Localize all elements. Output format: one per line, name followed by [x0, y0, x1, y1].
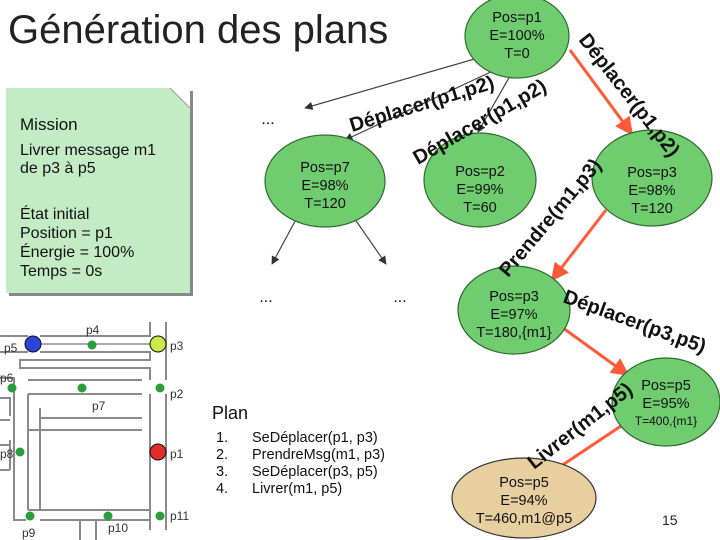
plan-step: 1. SeDéplacer(p1, p3) — [210, 430, 385, 447]
edge-p3-p3m1 — [550, 209, 608, 282]
mission-task-line1: Livrer message m1 — [20, 142, 157, 159]
node-p3: Pos=p3 E=98% T=120 — [591, 129, 713, 227]
plan-step-number: 2. — [216, 447, 229, 463]
edge-label-5: Déplacer(p3,p5) — [560, 286, 709, 358]
map-point-p4 — [87, 340, 97, 350]
node-root-line3: T=0 — [504, 46, 529, 62]
map-label-p11: p11 — [170, 509, 189, 523]
map-label-p1: p1 — [170, 447, 184, 461]
map-label-p9: p9 — [22, 526, 36, 540]
map-label-p10: p10 — [108, 521, 128, 535]
map-label-p8: p8 — [0, 447, 14, 461]
plan-step-number: 4. — [216, 481, 229, 497]
ellipsis-left: ... — [259, 289, 272, 306]
page-title: Génération des plans — [8, 8, 389, 52]
initial-time: Temps = 0s — [20, 263, 103, 280]
mission-task-line2: de p3 à p5 — [20, 160, 96, 177]
node-p5final-line2: E=94% — [500, 493, 547, 509]
map-point-p7 — [77, 383, 87, 393]
node-p5-line3: T=400,{m1} — [635, 414, 697, 428]
plan-step: 3. SeDéplacer(p3, p5) — [210, 464, 385, 481]
map-point-p10 — [103, 511, 113, 521]
node-p2-line3: T=60 — [463, 200, 496, 216]
plan-step-text: PrendreMsg(m1, p3) — [252, 447, 385, 463]
node-p5-final: Pos=p5 E=94% T=460,m1@p5 — [451, 457, 597, 539]
page-number: 15 — [662, 512, 678, 528]
node-p5final-line1: Pos=p5 — [499, 475, 549, 491]
node-p3-line2: E=98% — [628, 183, 675, 199]
node-p5final-line3: T=460,m1@p5 — [476, 511, 573, 527]
node-p2-line1: Pos=p2 — [455, 164, 505, 180]
node-p7: Pos=p7 E=98% T=120 — [264, 134, 386, 228]
node-p5-line1: Pos=p5 — [641, 378, 691, 394]
plan-step-text: SeDéplacer(p3, p5) — [252, 464, 378, 480]
map-point-p2 — [155, 383, 165, 393]
edge-root-p2 — [477, 75, 511, 133]
map-label-p2: p2 — [170, 387, 184, 401]
node-p7-line3: T=120 — [304, 196, 346, 212]
initial-energy: Énergie = 100% — [20, 244, 135, 261]
ellipsis-right: ... — [393, 289, 406, 306]
map-point-p8 — [15, 447, 25, 457]
node-p2: Pos=p2 E=99% T=60 — [423, 132, 537, 228]
node-root-line1: Pos=p1 — [492, 10, 542, 26]
initial-state-heading: État initial — [20, 206, 90, 223]
node-p3m1-line2: E=97% — [490, 307, 537, 323]
map-label-p4: p4 — [86, 323, 100, 337]
plan-step-text: SeDéplacer(p1, p3) — [252, 430, 378, 446]
map-label-p6: p6 — [0, 371, 14, 385]
edge-root-ellipsis — [304, 57, 479, 110]
initial-position: Position = p1 — [20, 225, 113, 242]
ellipsis-top: ... — [261, 111, 274, 128]
map-point-p9 — [25, 511, 35, 521]
map: p5 p4 p3 p6 p7 p2 p8 p1 p9 p10 p11 — [0, 322, 210, 540]
edge-root-p7 — [344, 69, 496, 141]
mission-fold-line — [169, 87, 191, 109]
plan-step-number: 1. — [216, 430, 229, 446]
node-root: Pos=p1 E=100% T=0 — [464, 0, 570, 79]
node-p3-line3: T=120 — [631, 201, 673, 217]
node-p3m1-line1: Pos=p3 — [489, 289, 539, 305]
map-point-p11 — [155, 511, 165, 521]
node-p2-line2: E=99% — [456, 182, 503, 198]
node-p5: Pos=p5 E=95% T=400,{m1} — [611, 357, 720, 447]
map-label-p5: p5 — [4, 341, 18, 355]
node-p3-m1: Pos=p3 E=97% T=180,{m1} — [457, 265, 571, 355]
plan-steps: 1. SeDéplacer(p1, p3) 2. PrendreMsg(m1, p3… — [210, 430, 385, 498]
map-label-p7: p7 — [92, 399, 106, 413]
plan-step: 2. PrendreMsg(m1, p3) — [210, 447, 385, 464]
edge-root-p3 — [568, 49, 634, 136]
node-p7-line2: E=98% — [301, 178, 348, 194]
map-point-p3 — [149, 335, 167, 353]
node-p3m1-line3: T=180,{m1} — [476, 325, 552, 341]
map-label-p3: p3 — [170, 339, 184, 353]
plan-step-text: Livrer(m1, p5) — [252, 481, 343, 497]
plan-step-number: 3. — [216, 464, 229, 480]
mission-box: Mission Livrer message m1 de p3 à p5 Éta… — [6, 88, 190, 293]
node-p3-line1: Pos=p3 — [627, 165, 677, 181]
plan-step: 4. Livrer(m1, p5) — [210, 481, 385, 498]
map-point-p6 — [7, 383, 17, 393]
node-p5-line2: E=95% — [642, 396, 689, 412]
map-point-p5 — [149, 443, 167, 461]
mission-heading: Mission — [20, 115, 78, 134]
map-point-p1 — [24, 335, 42, 353]
plan-title: Plan — [212, 403, 249, 423]
node-root-line2: E=100% — [489, 28, 544, 44]
node-p7-line1: Pos=p7 — [300, 160, 350, 176]
